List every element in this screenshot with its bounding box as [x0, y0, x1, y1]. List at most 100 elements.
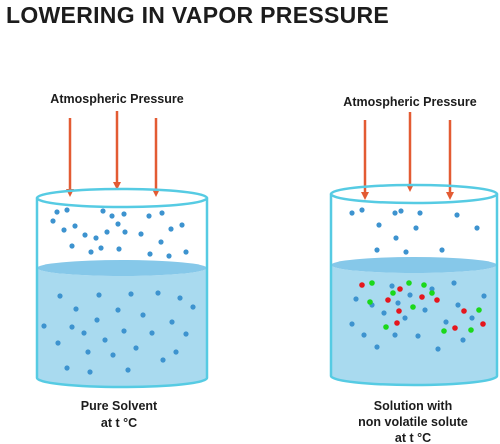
solute-particle-green — [390, 290, 396, 296]
vapor-particle — [82, 232, 88, 238]
solvent-particle — [407, 292, 413, 298]
solvent-particle — [451, 280, 457, 286]
vapor-particle — [138, 231, 144, 237]
beaker-base — [35, 377, 209, 389]
caption-solution-line-1: Solution with — [374, 399, 452, 413]
solvent-particle — [115, 307, 121, 313]
vapor-particle — [393, 235, 399, 241]
solvent-particle — [125, 367, 131, 373]
solute-particle-red — [396, 308, 402, 314]
solvent-particle — [392, 332, 398, 338]
solute-particle-red — [434, 297, 440, 303]
solute-particle-green — [429, 290, 435, 296]
solvent-particle — [73, 306, 79, 312]
vapor-particle — [413, 225, 419, 231]
caption-solution-line-2: non volatile solute — [358, 415, 468, 429]
vapor-particle — [104, 229, 110, 235]
beaker-base — [329, 375, 499, 387]
vapor-particle — [158, 239, 164, 245]
solvent-particle — [102, 337, 108, 343]
vapor-particle — [88, 249, 94, 255]
atmospheric-pressure-label-right: Atmospheric Pressure — [343, 95, 476, 109]
solute-particle-green — [383, 324, 389, 330]
solvent-particle — [455, 302, 461, 308]
solute-particle-red — [359, 282, 365, 288]
vapor-particle — [61, 227, 67, 233]
vapor-particle — [93, 235, 99, 241]
solvent-particle — [374, 344, 380, 350]
solvent-particle — [389, 283, 395, 289]
vapor-particle — [183, 249, 189, 255]
solvent-particle — [349, 321, 355, 327]
solvent-particle — [57, 293, 63, 299]
vapor-particle — [115, 221, 121, 227]
vapor-particle — [121, 211, 127, 217]
vapor-particle — [439, 247, 445, 253]
solvent-particle — [460, 337, 466, 343]
solvent-particle — [169, 319, 175, 325]
solvent-particle — [55, 340, 61, 346]
vapor-particle — [147, 251, 153, 257]
solvent-particle — [402, 315, 408, 321]
solute-particle-red — [385, 297, 391, 303]
vapor-particle — [374, 247, 380, 253]
solvent-particle — [415, 333, 421, 339]
vapor-particle — [50, 218, 56, 224]
vapor-particle — [159, 210, 165, 216]
solute-particle-green — [476, 307, 482, 313]
caption-pure-solvent-line-2: at t °C — [101, 416, 137, 430]
vapor-particle — [179, 222, 185, 228]
vapor-particle — [122, 229, 128, 235]
solvent-particle — [81, 330, 87, 336]
solution-beaker: Atmospheric Pressure — [329, 95, 499, 444]
solute-particle-red — [461, 308, 467, 314]
solvent-particle — [110, 352, 116, 358]
vapor-particle — [72, 223, 78, 229]
vapor-particle — [116, 246, 122, 252]
solute-particle-green — [406, 280, 412, 286]
solvent-particle — [381, 310, 387, 316]
solvent-liquid — [37, 268, 207, 387]
vapor-particle — [376, 222, 382, 228]
liquid-surface — [37, 260, 207, 276]
solute-particles — [359, 280, 486, 334]
solute-particle-red — [397, 286, 403, 292]
solvent-particle — [183, 331, 189, 337]
solvent-particle — [94, 317, 100, 323]
solvent-particle — [481, 293, 487, 299]
solvent-particle — [133, 345, 139, 351]
diagram-title: LOWERING IN VAPOR PRESSURE — [6, 2, 390, 28]
solvent-particle — [443, 319, 449, 325]
vapor-particle — [64, 207, 70, 213]
vapor-particle — [54, 209, 60, 215]
solute-particle-red — [452, 325, 458, 331]
vapor-particle — [454, 212, 460, 218]
vapor-particle — [100, 208, 106, 214]
solute-particle-red — [419, 294, 425, 300]
vapor-particle — [98, 245, 104, 251]
solvent-particle — [96, 292, 102, 298]
solvent-particle — [177, 295, 183, 301]
solvent-particles — [41, 290, 196, 375]
vapor-particle — [398, 208, 404, 214]
solute-particle-red — [480, 321, 486, 327]
solvent-particle — [429, 286, 435, 292]
solvent-particle — [41, 323, 47, 329]
vapor-particle — [349, 210, 355, 216]
vapor-particle — [69, 243, 75, 249]
vapor-particle — [474, 225, 480, 231]
caption-pure-solvent-line-1: Pure Solvent — [81, 399, 158, 413]
solute-particle-green — [441, 328, 447, 334]
vapor-particle — [403, 249, 409, 255]
vapor-particle — [166, 253, 172, 259]
beaker-rim — [35, 187, 209, 209]
vapor-particle — [392, 210, 398, 216]
solvent-particle — [422, 307, 428, 313]
solvent-particle — [190, 304, 196, 310]
solvent-particle — [87, 369, 93, 375]
pure-solvent-beaker: Atmospheric Pressure — [35, 92, 209, 430]
solvent-particle — [128, 291, 134, 297]
solvent-particle — [469, 315, 475, 321]
